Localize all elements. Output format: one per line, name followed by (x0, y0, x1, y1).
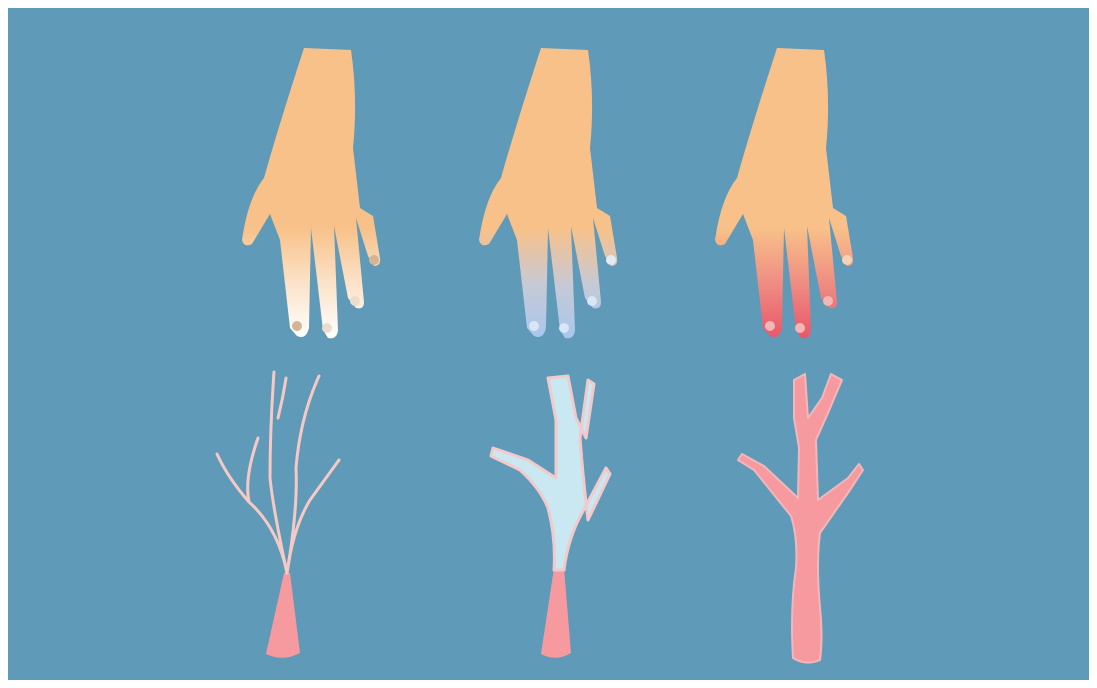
illustration-frame (8, 8, 1089, 680)
raynaud-phases-diagram (8, 8, 1089, 680)
